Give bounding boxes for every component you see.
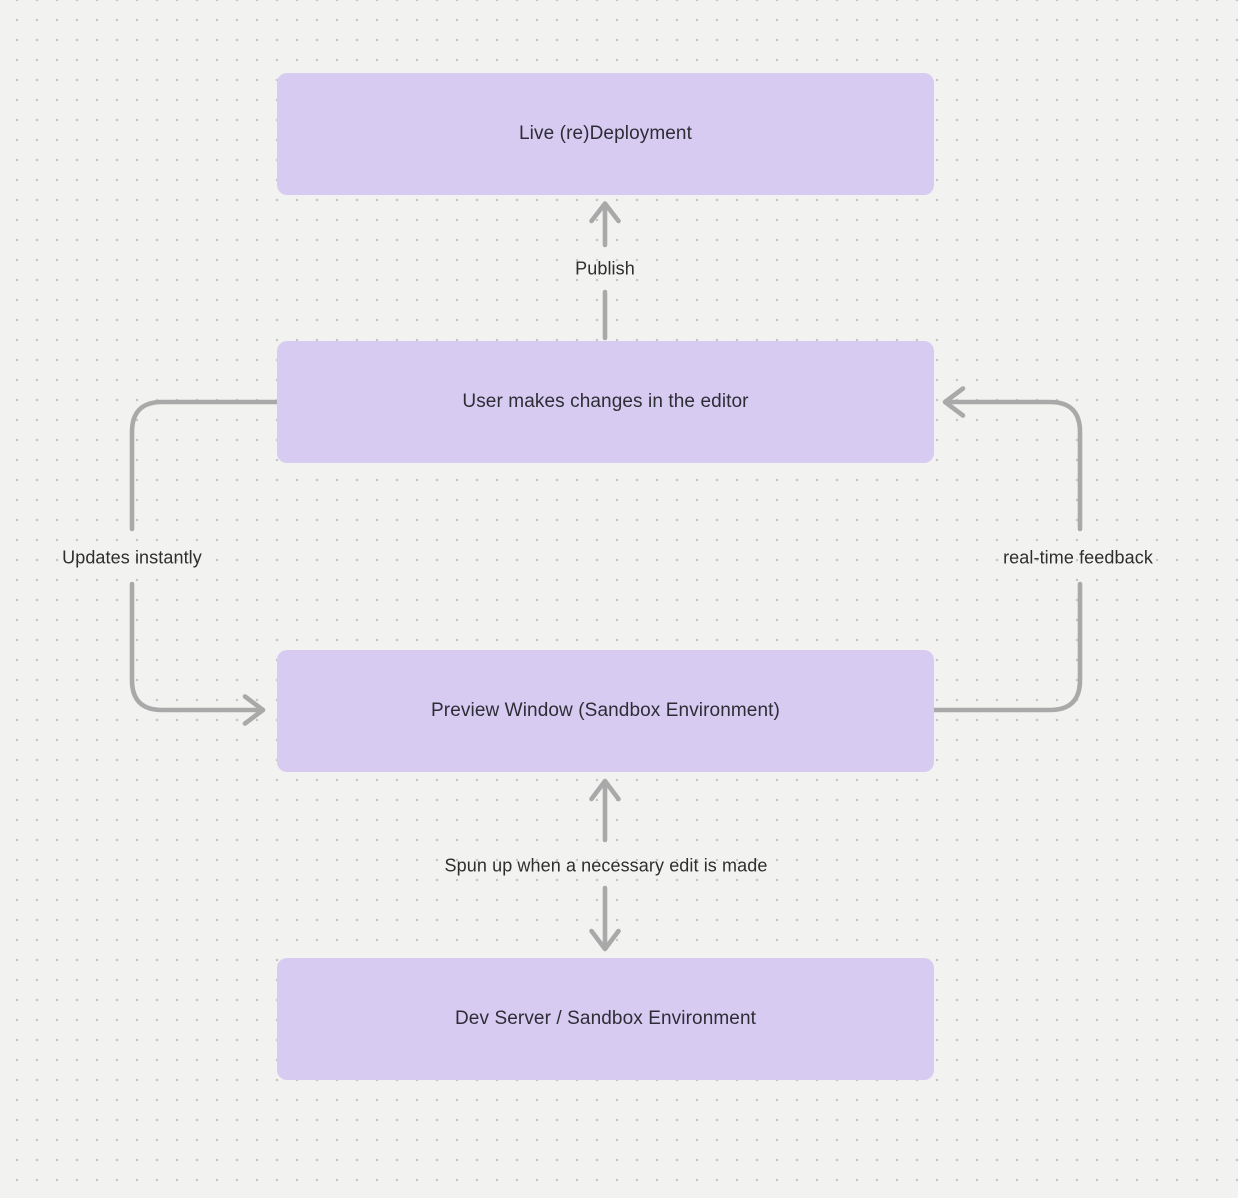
node-user-editor[interactable]: User makes changes in the editor	[277, 341, 934, 463]
node-dev-server-label: Dev Server / Sandbox Environment	[454, 1008, 756, 1029]
arrowhead-left-icon	[942, 386, 966, 418]
node-user-editor-label: User makes changes in the editor	[462, 391, 749, 412]
node-live-redeployment-label: Live (re)Deployment	[519, 123, 692, 144]
arrowhead-up-icon	[589, 201, 621, 224]
node-preview-window-label: Preview Window (Sandbox Environment)	[431, 700, 780, 721]
node-dev-server[interactable]: Dev Server / Sandbox Environment	[277, 958, 934, 1080]
edge-real-time-feedback-arrow	[931, 386, 1083, 713]
edge-updates-instantly-arrow	[129, 399, 280, 726]
arrowhead-right-icon	[242, 694, 266, 726]
arrowhead-down-icon	[589, 928, 621, 952]
edge-label-publish: Publish	[575, 258, 635, 279]
edge-spun-up-arrow	[589, 778, 621, 952]
edge-label-updates-instantly: Updates instantly	[62, 547, 202, 568]
node-preview-window[interactable]: Preview Window (Sandbox Environment)	[277, 650, 934, 772]
edge-label-spun-up: Spun up when a necessary edit is made	[444, 855, 768, 876]
node-live-redeployment[interactable]: Live (re)Deployment	[277, 73, 934, 195]
edge-publish-arrow	[589, 201, 621, 341]
edge-label-real-time-feedback: real-time feedback	[1003, 547, 1153, 568]
arrowhead-up-icon	[589, 778, 621, 802]
